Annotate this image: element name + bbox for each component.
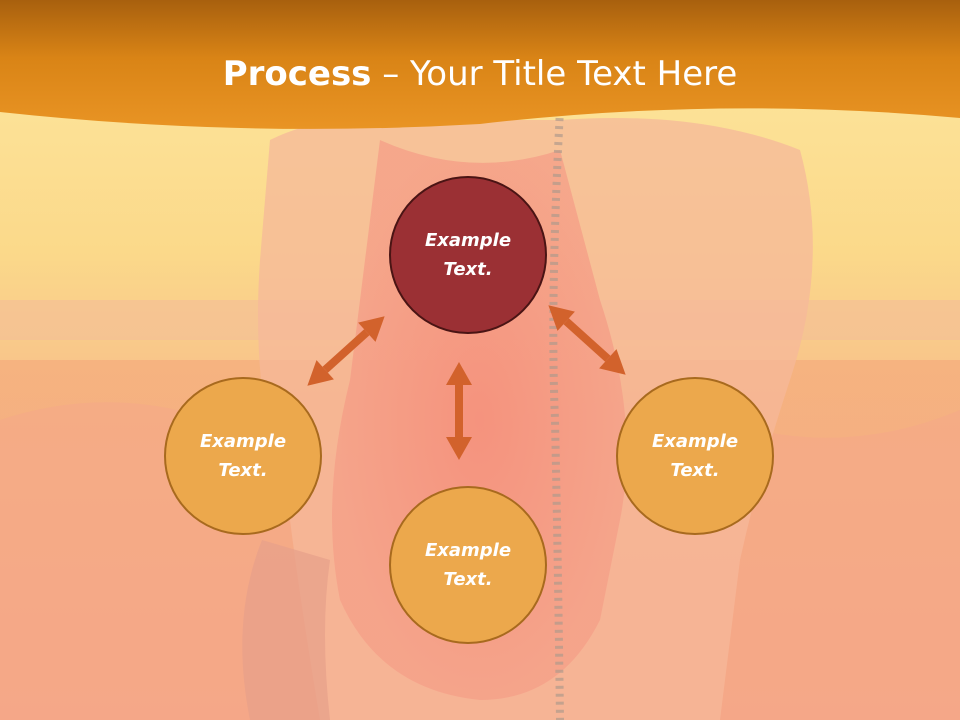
node-top-line1: Example [424, 230, 512, 251]
title-rest: – Your Title Text Here [371, 54, 738, 94]
arrow-top-left [307, 316, 385, 386]
arrow-top-right [548, 305, 626, 375]
node-bottom-line2: Text. [443, 569, 493, 590]
title-bold: Process [222, 54, 372, 94]
node-top-line2: Text. [443, 259, 493, 280]
node-right-line1: Example [651, 431, 739, 452]
node-bottom-line1: Example [424, 540, 512, 561]
header-band [0, 0, 960, 129]
node-right-line2: Text. [670, 460, 720, 481]
node-left-line1: Example [199, 431, 287, 452]
arrow-vertical [446, 362, 472, 460]
slide-title: Process – Your Title Text Here [0, 52, 960, 96]
node-left-line2: Text. [218, 460, 268, 481]
